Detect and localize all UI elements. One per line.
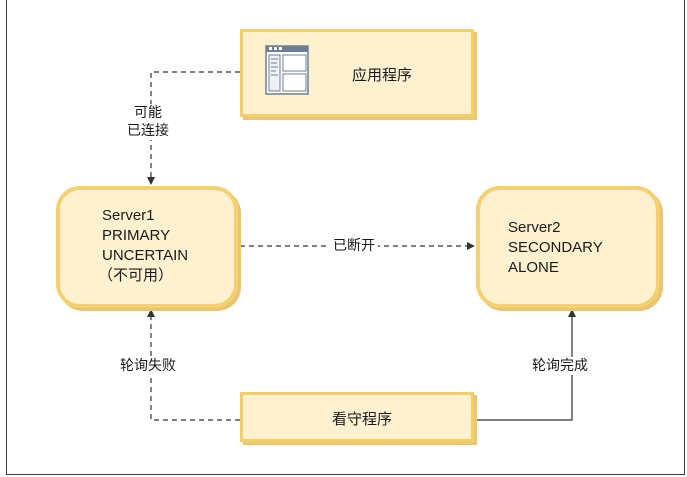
app-to-server1-label: 可能 已连接 [118, 104, 178, 140]
watchdog-box: 看守程序 [240, 392, 474, 442]
server1-state: UNCERTAIN [102, 247, 189, 264]
server2-state: ALONE [508, 259, 559, 276]
server1-to-server2-label: 已断开 [330, 237, 378, 255]
application-box: 应用程序 [240, 29, 474, 117]
server1-name: Server1 [102, 207, 155, 224]
application-window-icon [265, 45, 309, 95]
application-label: 应用程序 [352, 66, 413, 84]
server2-name: Server2 [508, 219, 561, 236]
watchdog-to-server1-connector [147, 309, 240, 421]
watchdog-to-server2-connector [474, 309, 576, 421]
app-to-server1-connector [147, 71, 240, 185]
watchdog-label: 看守程序 [332, 410, 393, 428]
app-edge-label-line2: 已连接 [127, 123, 169, 139]
app-edge-label-line1: 可能 [134, 105, 162, 121]
server2-role: SECONDARY [508, 239, 603, 256]
server1-role: PRIMARY [102, 227, 171, 244]
watchdog-to-server1-label: 轮询失败 [118, 357, 178, 375]
server1-node: Server1 PRIMARY UNCERTAIN （不可用） [56, 186, 238, 308]
server1-note: （不可用） [98, 267, 174, 284]
watchdog-to-server2-label: 轮询完成 [530, 357, 590, 375]
server2-node: Server2 SECONDARY ALONE [476, 186, 660, 308]
